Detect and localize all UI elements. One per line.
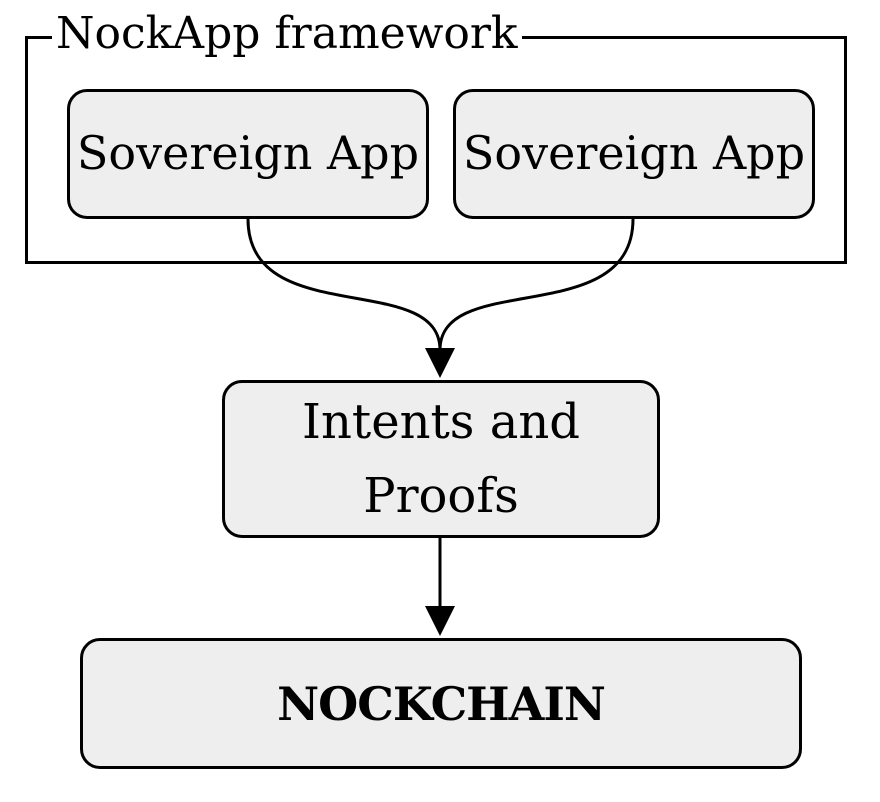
sovereign-app-node-right: Sovereign App [453, 89, 815, 219]
nockchain-node: NOCKCHAIN [80, 638, 802, 769]
arrowhead-into-nockchain [425, 606, 455, 636]
intents-and-proofs-label: Intents and Proofs [302, 394, 580, 524]
sovereign-app-label-right: Sovereign App [462, 126, 806, 181]
sovereign-app-node-left: Sovereign App [67, 89, 429, 219]
intents-and-proofs-node: Intents and Proofs [222, 380, 660, 538]
framework-title: NockApp framework [52, 6, 522, 62]
sovereign-app-label-left: Sovereign App [76, 126, 420, 181]
arrowhead-into-intents [425, 348, 455, 378]
nockchain-label: NOCKCHAIN [277, 676, 606, 731]
